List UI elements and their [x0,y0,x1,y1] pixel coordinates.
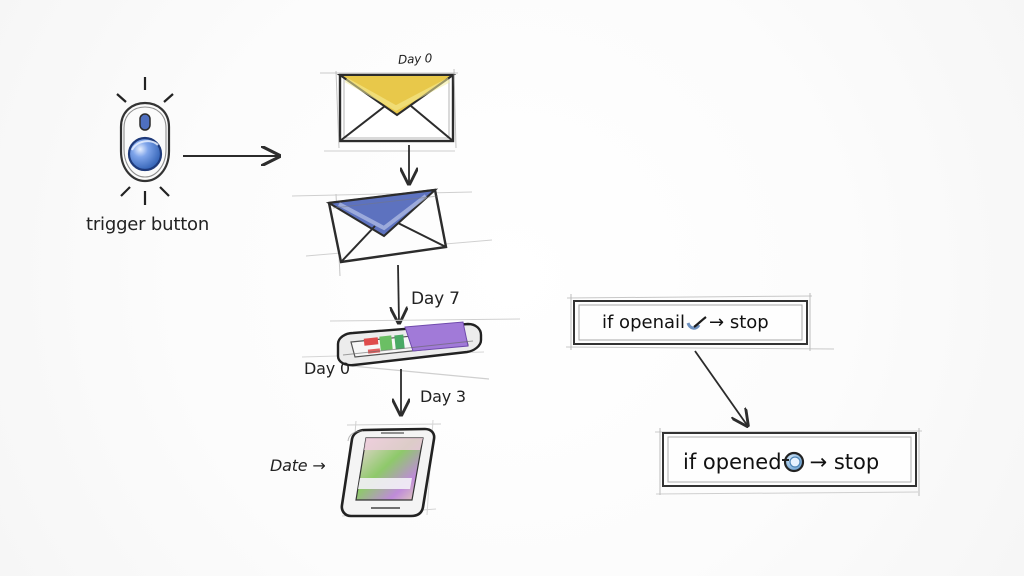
phone-icon-step4 [340,419,442,518]
envelope-icon-step2 [291,188,493,277]
trigger-button-label: trigger button [86,214,210,235]
rule-box-2: if opened → stop [683,450,879,474]
envelope-icon-day0 [320,68,458,152]
step-label-day3: Day 3 [420,387,466,406]
check-swoosh-icon [686,316,707,330]
step-label-day0-mid: Day 0 [304,359,350,378]
rule-1-condition-text: if openail [602,312,686,333]
phone-icon-step3 [301,318,521,380]
rule-box-1-frame [565,293,835,351]
rule-box-1: if openail → stop [602,312,769,334]
arrow-rule-1-to-rule-2 [694,350,747,425]
rule-1-action-text: → stop [709,312,769,333]
open-circle-icon [781,451,804,473]
step-label-date: Date → [270,456,326,475]
trigger-button-icon [116,77,174,205]
rule-2-condition-text: if opened [683,449,782,474]
step-label-day7: Day 7 [411,289,460,309]
rule-2-action-text: → stop [809,449,880,474]
step-label-day0-top: Day 0 [397,51,433,67]
arrow-step-2-to-3 [398,264,399,322]
